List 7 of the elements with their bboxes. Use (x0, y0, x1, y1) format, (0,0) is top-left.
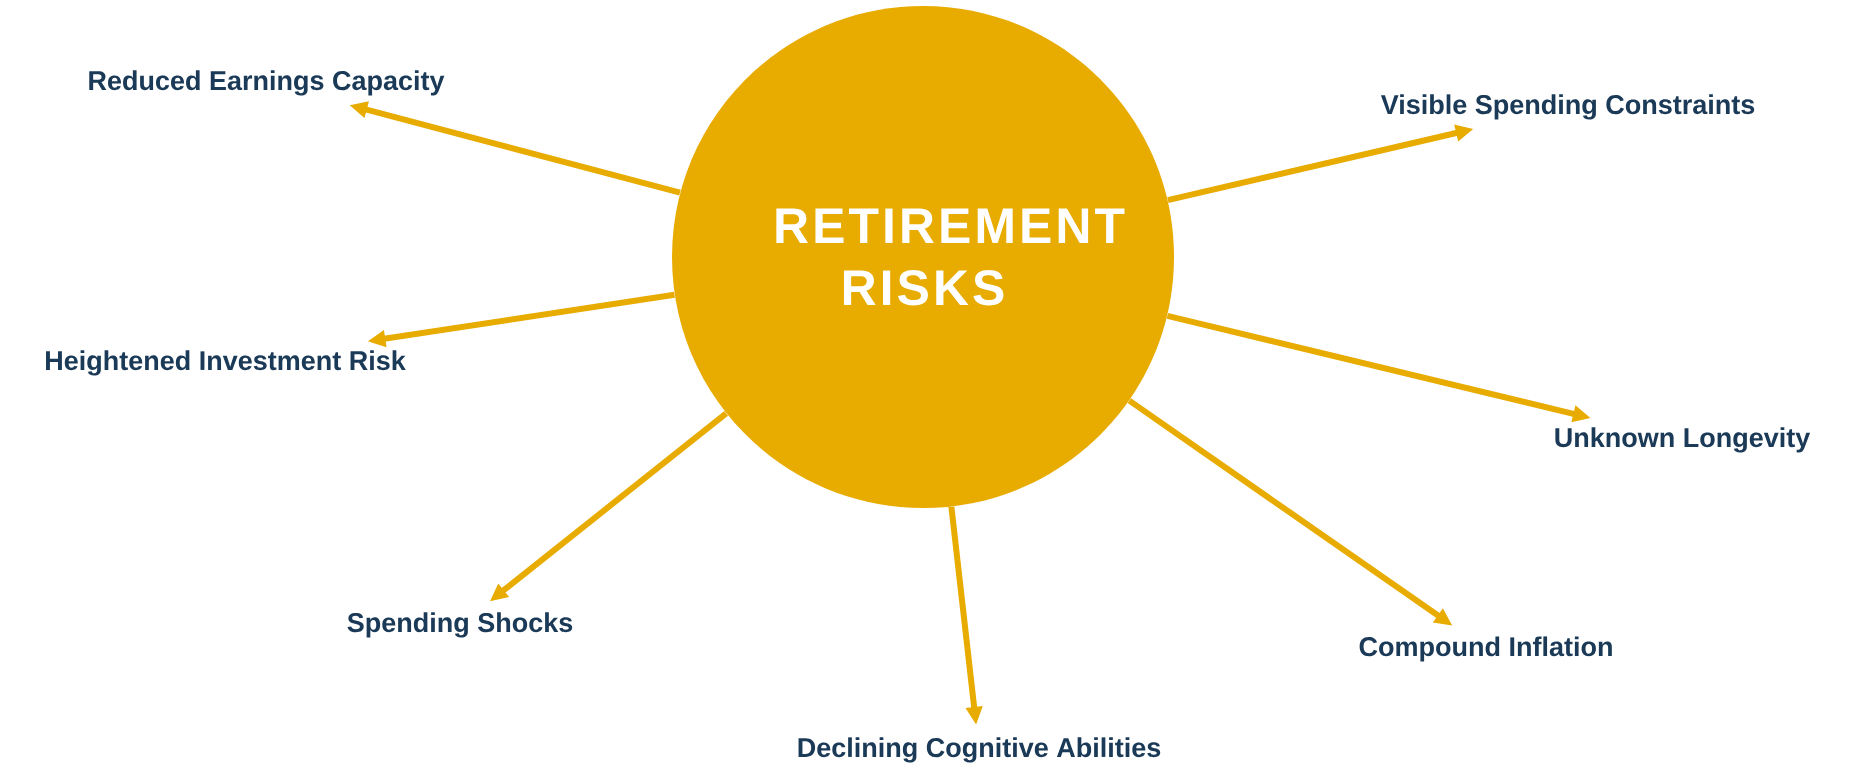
risk-label: Unknown Longevity (1555, 427, 1811, 453)
risk-label: Heightened Investment Risk (46, 350, 406, 376)
risk-label: Declining Cognitive Abilities (798, 737, 1161, 763)
risk-label: Visible Spending Constraints (1380, 94, 1755, 120)
risk-label: Reduced Earnings Capacity (89, 70, 445, 96)
risk-label: Compound Inflation (1359, 636, 1612, 662)
risk-label: Spending Shocks (347, 612, 573, 638)
